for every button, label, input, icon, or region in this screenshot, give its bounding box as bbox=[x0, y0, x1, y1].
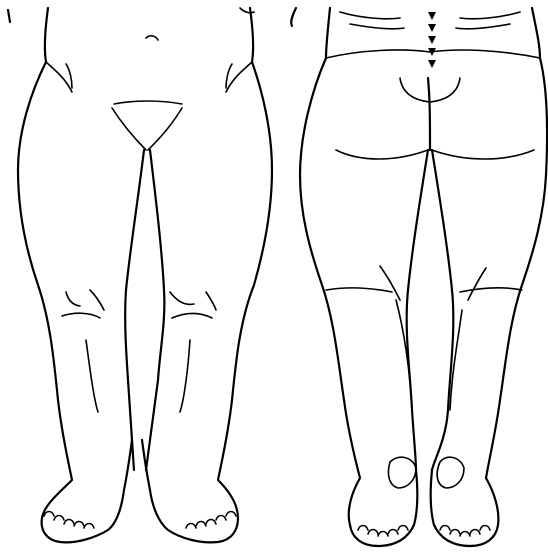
posterior-left-outer-contour bbox=[300, 8, 417, 546]
anterior-left-inner-contour bbox=[125, 150, 144, 470]
posterior-right-inner-contour bbox=[432, 150, 453, 470]
anterior-right-toes bbox=[186, 512, 236, 529]
groin-line-right bbox=[148, 108, 182, 150]
anterior-left-toes bbox=[44, 512, 94, 529]
groin-line-left bbox=[112, 108, 146, 150]
pubic-line bbox=[114, 101, 182, 104]
anterior-right-hip-crease bbox=[226, 62, 252, 92]
posterior-right-heel bbox=[437, 457, 464, 488]
posterior-left-toes bbox=[358, 526, 408, 537]
posterior-view bbox=[291, 8, 547, 546]
posterior-left-inner-contour bbox=[407, 150, 428, 470]
right-gluteal-fold bbox=[432, 150, 534, 159]
back-right-contour bbox=[456, 12, 520, 29]
left-gluteal-fold bbox=[336, 150, 428, 159]
anterior-right-shin bbox=[180, 340, 190, 412]
anterior-right-hand-stub bbox=[240, 8, 254, 13]
spine-markers bbox=[428, 12, 436, 68]
anterior-left-knee bbox=[62, 290, 104, 318]
anterior-left-hand-stub bbox=[8, 10, 10, 22]
gluteal-cleft bbox=[428, 78, 430, 150]
anterior-right-inner-contour bbox=[146, 150, 164, 470]
anterior-left-hip-crease bbox=[46, 62, 72, 92]
posterior-right-toes bbox=[440, 526, 490, 537]
anterior-view bbox=[8, 8, 272, 542]
back-left-contour bbox=[340, 12, 404, 29]
anterior-right-knee bbox=[170, 292, 216, 318]
posterior-left-heel bbox=[388, 457, 416, 488]
anterior-right-outer-contour bbox=[142, 8, 272, 542]
navel bbox=[146, 36, 158, 40]
anterior-left-outer-contour bbox=[18, 8, 132, 542]
posterior-left-calf-line bbox=[396, 300, 412, 410]
anterior-left-shin bbox=[86, 340, 98, 412]
posterior-right-knee-crease bbox=[460, 268, 522, 300]
posterior-hand-stub bbox=[291, 8, 296, 26]
posterior-left-knee-crease bbox=[326, 266, 400, 300]
posterior-right-outer-contour bbox=[431, 8, 547, 546]
